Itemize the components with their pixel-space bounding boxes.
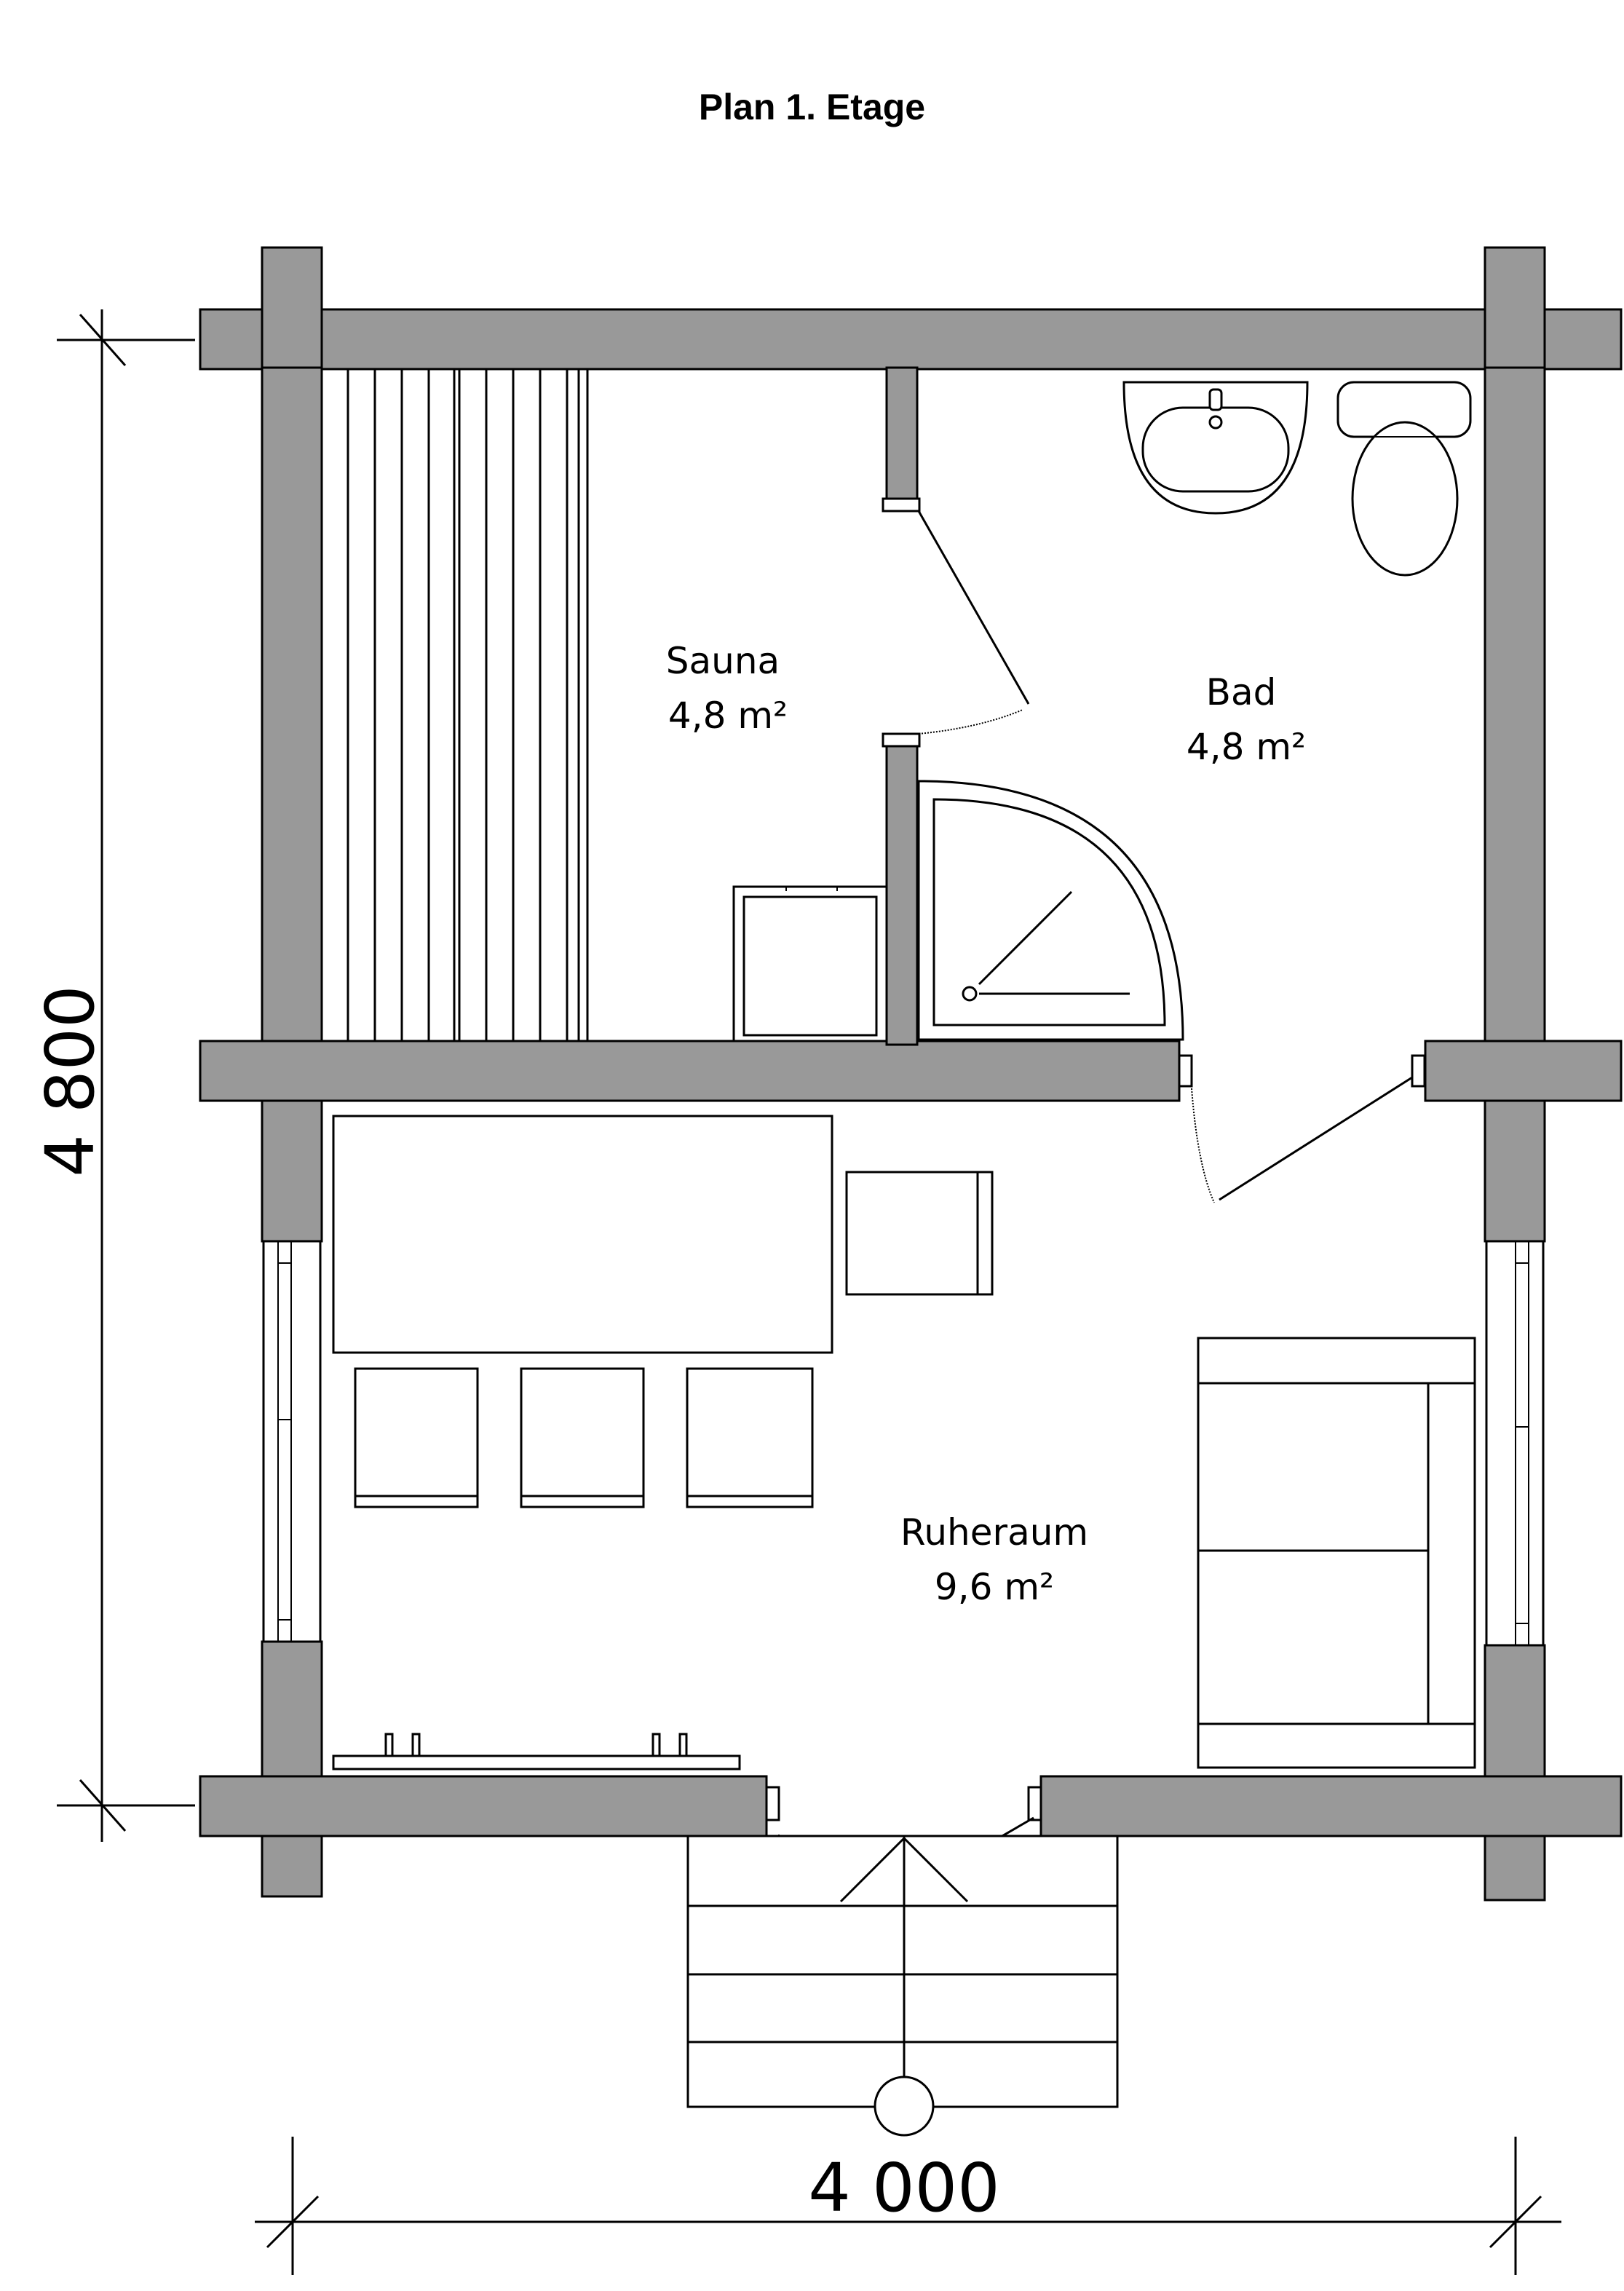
sauna-stove bbox=[732, 885, 888, 1042]
corner-post-top-left bbox=[261, 246, 323, 373]
bad-door bbox=[1178, 1054, 1426, 1203]
room-area-sauna: 4,8 m² bbox=[668, 695, 788, 737]
sink bbox=[1122, 381, 1309, 515]
room-name-bad: Bad bbox=[1206, 671, 1277, 713]
chair bbox=[686, 1367, 814, 1508]
dimension-vertical bbox=[57, 309, 195, 1842]
partition-upper bbox=[885, 366, 919, 500]
chair bbox=[845, 1171, 994, 1296]
corner-post-top-right bbox=[1484, 246, 1546, 373]
dimension-horizontal bbox=[255, 2137, 1561, 2275]
wall-left-upper bbox=[261, 366, 323, 1243]
plan-title: Plan 1. Etage bbox=[698, 87, 926, 127]
window-right bbox=[1485, 1240, 1545, 1647]
partition-lower bbox=[885, 745, 919, 1046]
wall-right-upper bbox=[1484, 366, 1546, 1243]
sauna-bench bbox=[320, 368, 589, 1042]
dining-table bbox=[332, 1115, 833, 1354]
entrance-stairs bbox=[686, 1835, 1119, 2137]
room-name-ruheraum: Ruheraum bbox=[900, 1511, 1088, 1554]
wall-middle-right bbox=[1424, 1040, 1623, 1102]
chair bbox=[354, 1367, 479, 1508]
wall-bottom-left bbox=[199, 1775, 768, 1837]
window-left bbox=[262, 1240, 322, 1643]
dimension-height-label: 4 800 bbox=[31, 985, 109, 1176]
toilet bbox=[1336, 381, 1472, 577]
wall-bottom-right bbox=[1039, 1775, 1623, 1837]
chairs bbox=[354, 1171, 994, 1508]
room-area-ruheraum: 9,6 m² bbox=[935, 1566, 1054, 1608]
wall-right-lower bbox=[1484, 1644, 1546, 1902]
shower bbox=[917, 780, 1184, 1041]
walls bbox=[199, 246, 1623, 1902]
radiator bbox=[332, 1733, 741, 1770]
wall-left-lower bbox=[261, 1640, 323, 1898]
room-name-sauna: Sauna bbox=[666, 640, 780, 682]
wall-middle-left bbox=[199, 1040, 1181, 1102]
sofa bbox=[1197, 1337, 1476, 1769]
windows bbox=[262, 1240, 1545, 1647]
chair bbox=[520, 1367, 645, 1508]
wall-top bbox=[199, 308, 1623, 371]
dimension-width-label: 4 000 bbox=[808, 2149, 999, 2227]
room-area-bad: 4,8 m² bbox=[1187, 726, 1306, 768]
sauna-door bbox=[882, 497, 1030, 748]
